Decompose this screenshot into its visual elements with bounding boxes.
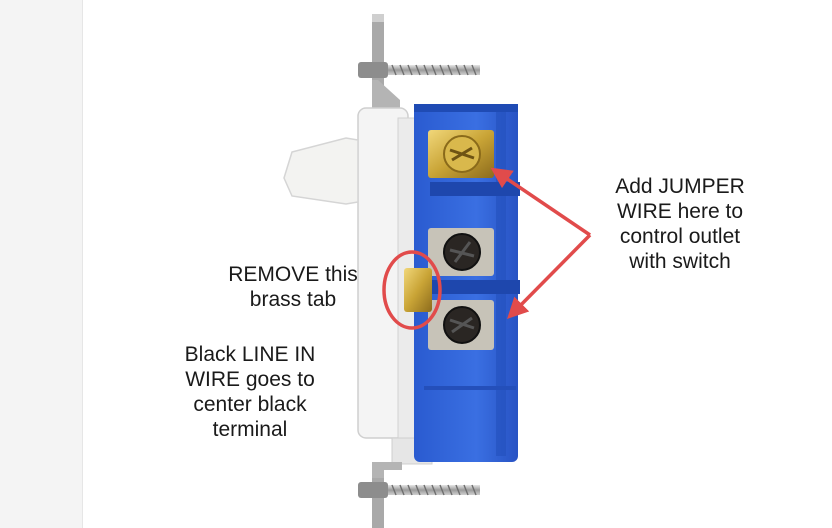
annotation-line: Black LINE IN <box>184 343 316 366</box>
top-mounting-strap <box>372 14 400 108</box>
annotation-line: WIRE here to <box>616 200 744 223</box>
annotation-line: center black <box>193 393 307 416</box>
arrow-to-bottom-terminal <box>507 233 592 319</box>
toggle-lever <box>283 137 359 205</box>
page-margin <box>0 0 83 528</box>
annotation-line: brass tab <box>249 288 337 311</box>
annotation-line: REMOVE this <box>228 263 358 286</box>
jumper-wire-annotation: Add JUMPER WIRE here to control outlet w… <box>580 174 780 274</box>
brass-tab-highlight-circle <box>382 250 442 330</box>
annotation-line: WIRE goes to <box>185 368 315 391</box>
brass-terminal <box>428 130 494 178</box>
center-black-terminal <box>428 228 494 276</box>
top-mounting-screw <box>358 62 480 78</box>
bottom-black-terminal <box>428 300 494 350</box>
blue-body <box>414 104 520 462</box>
remove-tab-annotation: REMOVE this brass tab <box>208 262 378 312</box>
annotation-line: Add JUMPER <box>615 175 745 198</box>
bottom-mounting-screw <box>358 482 480 498</box>
line-in-annotation: Black LINE IN WIRE goes to center black … <box>160 342 340 442</box>
brass-tab <box>404 268 432 312</box>
annotation-line: control outlet <box>619 225 741 248</box>
annotation-line: with switch <box>629 250 731 273</box>
annotation-line: terminal <box>212 418 288 441</box>
arrow-to-brass-terminal <box>490 167 591 237</box>
